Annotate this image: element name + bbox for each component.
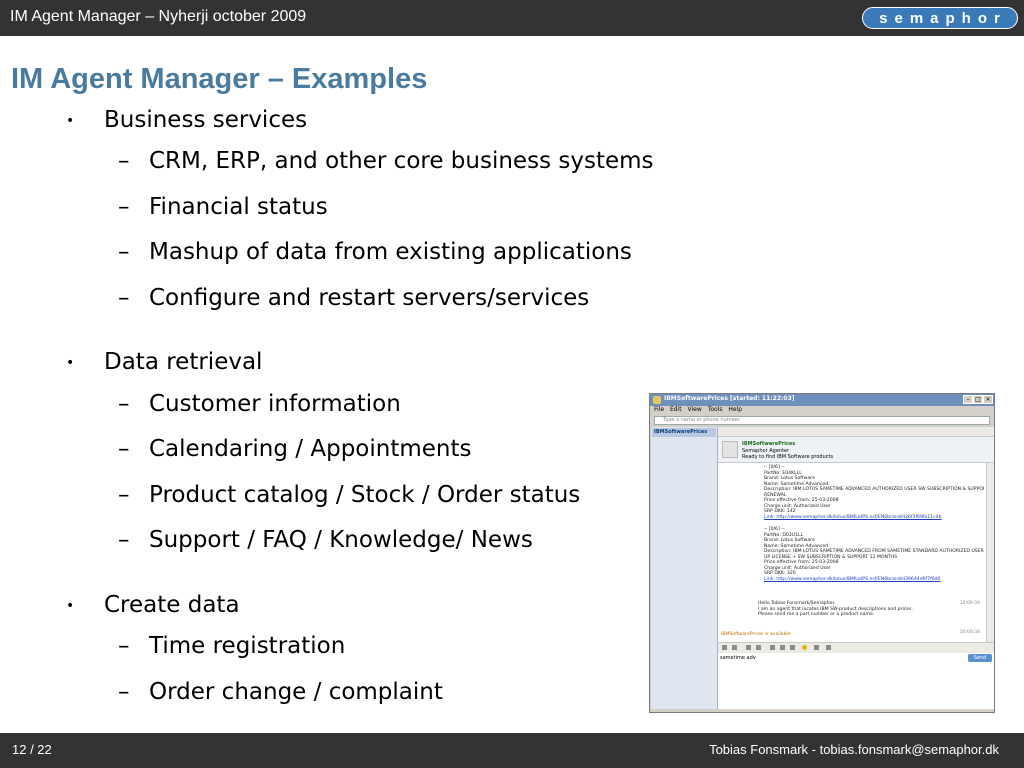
pen-icon[interactable] xyxy=(732,645,737,650)
header-bar: IM Agent Manager – Nyherji october 2009 … xyxy=(0,0,1024,36)
size-icon[interactable] xyxy=(756,645,761,650)
presentation-title: IM Agent Manager – Nyherji october 2009 xyxy=(10,8,307,25)
timestamp: 10:00:34 xyxy=(959,601,980,606)
send-button[interactable]: Send xyxy=(968,654,992,662)
underline-icon[interactable] xyxy=(790,645,795,650)
footer-bar: 12 / 22 Tobias Fonsmark - tobias.fonsmar… xyxy=(0,733,1024,768)
message-input[interactable]: sametime adv Send xyxy=(718,653,994,709)
page-number: 12 / 22 xyxy=(12,742,52,757)
conversation-tab[interactable]: IBMSoftwarePrices xyxy=(652,428,716,437)
maximize-icon[interactable]: □ xyxy=(973,395,983,404)
emoticon-icon[interactable] xyxy=(802,645,807,650)
logo-text: semaphor xyxy=(879,9,1007,27)
separator-icon[interactable] xyxy=(814,645,819,650)
chat-scrollbar[interactable] xyxy=(986,463,994,669)
app-icon xyxy=(653,396,661,404)
font-icon[interactable] xyxy=(722,645,727,650)
availability-status: IBMSoftwarePrices is available xyxy=(721,632,791,637)
timestamp: 10:00:34 xyxy=(959,630,980,635)
italic-icon[interactable] xyxy=(780,645,785,650)
menu-file[interactable]: File xyxy=(654,406,665,413)
window-titlebar: IBMSoftwarePrices [started: 11:22:03] – … xyxy=(650,394,994,406)
contact-header: IBMSoftwarePrices Semaphor Agenter Ready… xyxy=(718,437,994,463)
slide-title: IM Agent Manager – Examples xyxy=(11,63,428,95)
greeting-message: Hello Tobias Fonsmark/Semaphor. I am an … xyxy=(758,601,913,617)
chat-window-screenshot: IBMSoftwarePrices [started: 11:22:03] – … xyxy=(649,393,995,713)
menu-edit[interactable]: Edit xyxy=(669,406,682,413)
bullet-icon: • xyxy=(66,598,75,614)
author-contact: Tobias Fonsmark - tobias.fonsmark@semaph… xyxy=(709,742,999,757)
semaphor-logo: semaphor xyxy=(862,7,1018,29)
result-link-1[interactable]: Link: http://www.semaphor.dk/lotus/IBMLo… xyxy=(764,515,942,520)
contact-name: IBMSoftwarePrices xyxy=(742,441,796,447)
chat-transcript: -- [0/6] -- PartNo: E04KLLL Brand: Lotus… xyxy=(718,463,984,669)
bullet-icon: • xyxy=(66,113,75,129)
result-message-2: -- [0/6] -- PartNo: D03U1LL Brand: Lotus… xyxy=(764,527,984,576)
menu-help[interactable]: Help xyxy=(728,406,743,413)
minimize-icon[interactable]: – xyxy=(963,395,973,404)
contact-subtitle: Semaphor Agenter xyxy=(742,448,790,454)
contact-search-input[interactable]: Type a name or phone number xyxy=(654,416,990,425)
bullet-icon: • xyxy=(66,355,75,371)
link-icon[interactable] xyxy=(826,645,831,650)
menu-view[interactable]: View xyxy=(687,406,702,413)
result-link-2[interactable]: Link: http://www.semaphor.dk/lotus/IBMLo… xyxy=(764,577,941,582)
text-icon[interactable] xyxy=(746,645,751,650)
chat-toolbar xyxy=(718,427,994,437)
menu-tools[interactable]: Tools xyxy=(707,406,723,413)
avatar xyxy=(722,441,738,458)
chat-pane: IBMSoftwarePrices Semaphor Agenter Ready… xyxy=(718,427,994,709)
close-icon[interactable]: × xyxy=(983,395,993,404)
contact-status: Ready to find IBM Software products xyxy=(742,454,834,460)
result-message-1: -- [0/6] -- PartNo: E04KLLL Brand: Lotus… xyxy=(764,465,984,514)
conversation-list: IBMSoftwarePrices xyxy=(651,427,718,709)
bold-icon[interactable] xyxy=(770,645,775,650)
window-menubar: File Edit View Tools Help xyxy=(650,406,994,416)
